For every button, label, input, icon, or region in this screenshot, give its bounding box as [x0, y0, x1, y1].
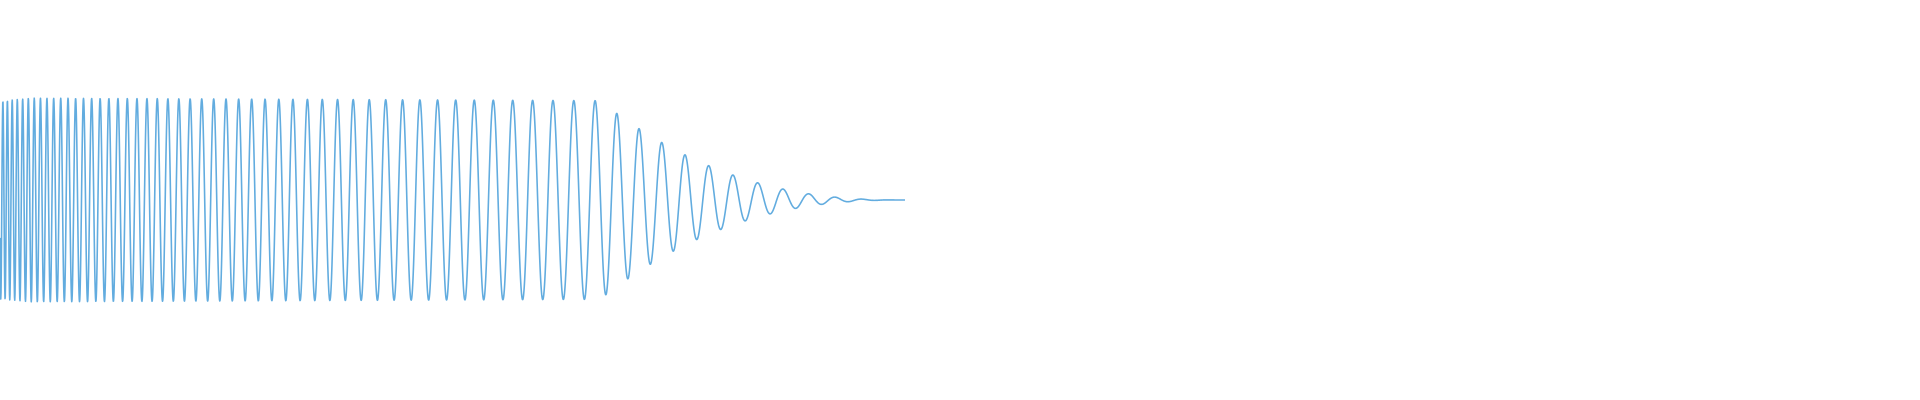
- waveform-trace: [0, 97, 906, 303]
